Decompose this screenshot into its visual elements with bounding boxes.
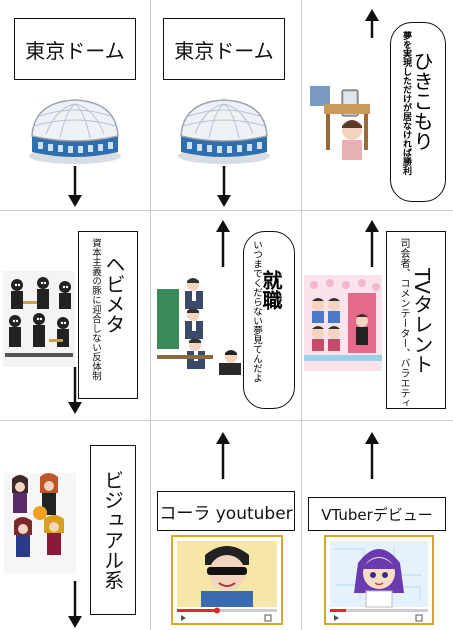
cell-center-middle: 就職 いつまでくだらない夢見てんだよ — [151, 211, 301, 420]
tokyo-dome-illustration — [26, 96, 124, 166]
hikikomori-speech-bubble: ひきこもり 夢を実現しただけが居なければ勝利 — [390, 22, 446, 202]
arrow-up-icon — [215, 219, 231, 267]
hikikomori-caption: 夢を実現しただけが居なければ勝利 — [401, 31, 411, 175]
arrow-up-icon — [364, 8, 380, 38]
cola-youtuber-label: コーラ youtuber — [157, 491, 295, 531]
cell-left-top: 東京ドーム — [0, 0, 150, 210]
heavy-metal-band-illustration — [3, 271, 75, 367]
job-title: 就職 — [259, 270, 283, 310]
tokyo-dome-illustration — [175, 96, 273, 166]
visual-kei-band-illustration — [4, 473, 76, 573]
visual-kei-label: ビジュアル系 — [100, 470, 125, 590]
grid-line — [0, 420, 453, 421]
hikikomori-illustration — [306, 70, 388, 166]
visual-kei-card: ビジュアル系 — [90, 445, 136, 615]
arrow-down-icon — [216, 166, 232, 208]
hikikomori-title: ひきこもり — [410, 51, 434, 151]
job-speech-bubble: 就職 いつまでくだらない夢見てんだよ — [243, 231, 295, 409]
grid-line — [301, 0, 302, 630]
grid-line — [150, 0, 151, 630]
tv-talent-title: TVタレント — [410, 268, 434, 374]
arrow-down-icon — [67, 367, 83, 415]
cell-center-bottom: コーラ youtuber — [151, 421, 301, 630]
heavy-metal-title: ヘビメタ — [102, 254, 126, 334]
tv-talent-card: TVタレント 司会者、コメンテーター、バラエティ — [386, 231, 446, 409]
vtuber-label: VTuberデビュー — [308, 497, 446, 531]
tv-talent-caption: 司会者、コメンテーター、バラエティ — [398, 238, 409, 408]
tokyo-dome-label: 東京ドーム — [14, 18, 136, 80]
grid-line — [0, 210, 453, 211]
cell-right-bottom: VTuberデビュー — [302, 421, 453, 630]
cell-left-bottom: ビジュアル系 — [0, 421, 150, 630]
arrow-up-icon — [364, 219, 380, 267]
vtuber-video[interactable] — [324, 535, 434, 625]
arrow-up-icon — [215, 431, 231, 479]
cell-right-middle: TVタレント 司会者、コメンテーター、バラエティ — [302, 211, 453, 420]
arrow-down-icon — [67, 166, 83, 208]
arrow-down-icon — [67, 581, 83, 629]
tv-talent-illustration — [304, 275, 382, 371]
arrow-up-icon — [364, 431, 380, 479]
heavy-metal-card: ヘビメタ 資本主義の豚に迎合しない反体制 — [78, 231, 138, 399]
job-interview-illustration — [157, 271, 243, 377]
tokyo-dome-label: 東京ドーム — [163, 18, 285, 80]
cola-youtuber-video[interactable] — [171, 535, 283, 625]
cell-right-top: ひきこもり 夢を実現しただけが居なければ勝利 — [302, 0, 453, 210]
cell-center-top: 東京ドーム — [151, 0, 301, 210]
heavy-metal-caption: 資本主義の豚に迎合しない反体制 — [90, 238, 101, 381]
job-caption: いつまでくだらない夢見てんだよ — [251, 240, 262, 383]
cell-left-middle: ヘビメタ 資本主義の豚に迎合しない反体制 — [0, 211, 150, 420]
